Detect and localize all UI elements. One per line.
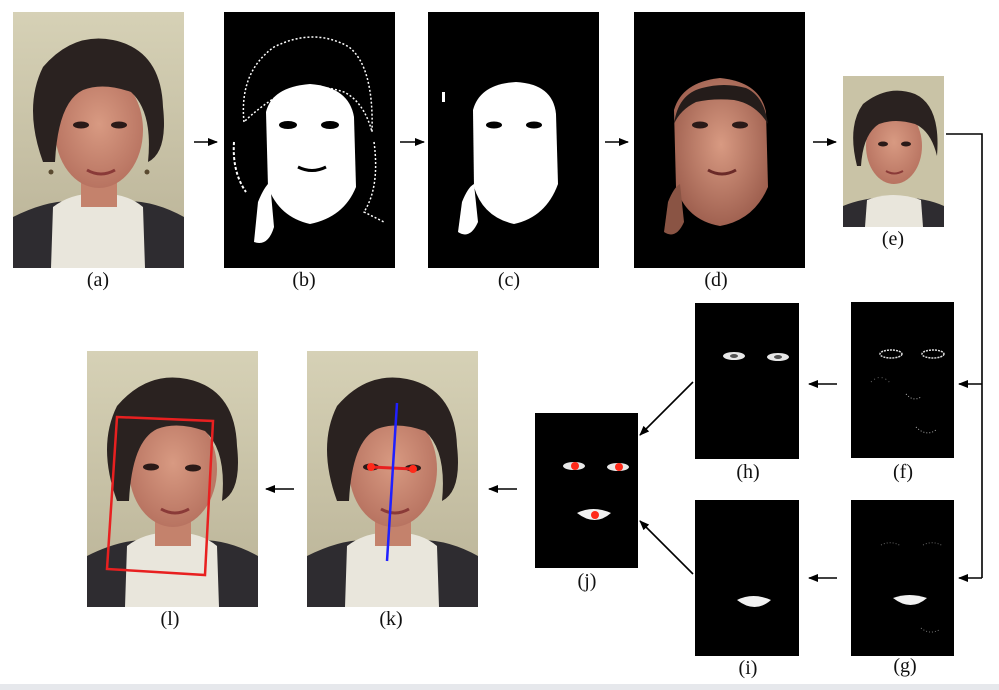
panel-h-eyes-isolated (695, 303, 799, 459)
left-eye-point (571, 462, 579, 470)
face-bounding-box (105, 415, 215, 577)
face-box-image (87, 351, 258, 607)
panel-e-cropped-face (843, 76, 944, 227)
bottom-divider (0, 684, 999, 690)
panel-b-skin-mask (224, 12, 395, 268)
cleaned-mask-image (428, 12, 599, 268)
caption-i: (i) (738, 657, 758, 679)
panel-c-cleaned-mask (428, 12, 599, 268)
mouth-isolated-image (695, 500, 799, 656)
panel-d-masked-face (634, 12, 805, 268)
right-eye-point (615, 463, 623, 471)
symmetry-axis-line (385, 402, 399, 562)
eyes-isolated-image (695, 303, 799, 459)
skin-mask-image (224, 12, 395, 268)
panel-k-face-axis (307, 351, 478, 607)
mouth-point (591, 511, 599, 519)
arrow-diagonal-icon (639, 381, 694, 436)
mouth-feature-map-image (851, 500, 954, 656)
caption-b: (b) (292, 269, 316, 291)
feature-points-image (535, 413, 638, 568)
cropped-face-image (843, 76, 944, 227)
panel-l-face-box (87, 351, 258, 607)
panel-i-mouth-isolated (695, 500, 799, 656)
eye-feature-map-image (851, 302, 954, 458)
panel-g-mouth-feature-map (851, 500, 954, 656)
arrow-diagonal-icon (639, 520, 694, 575)
panel-j-feature-points (535, 413, 638, 568)
face-axis-image (307, 351, 478, 607)
panel-f-eye-feature-map (851, 302, 954, 458)
caption-h: (h) (736, 461, 760, 483)
caption-l: (l) (160, 608, 180, 630)
caption-k: (k) (379, 608, 403, 630)
caption-d: (d) (704, 269, 728, 291)
caption-f: (f) (893, 461, 913, 483)
caption-e: (e) (881, 228, 905, 250)
original-photo-image (13, 12, 184, 268)
caption-j: (j) (577, 570, 597, 592)
caption-g: (g) (893, 655, 917, 677)
caption-c: (c) (497, 269, 521, 291)
masked-face-image (634, 12, 805, 268)
caption-a: (a) (86, 269, 110, 291)
panel-a-original-photo (13, 12, 184, 268)
